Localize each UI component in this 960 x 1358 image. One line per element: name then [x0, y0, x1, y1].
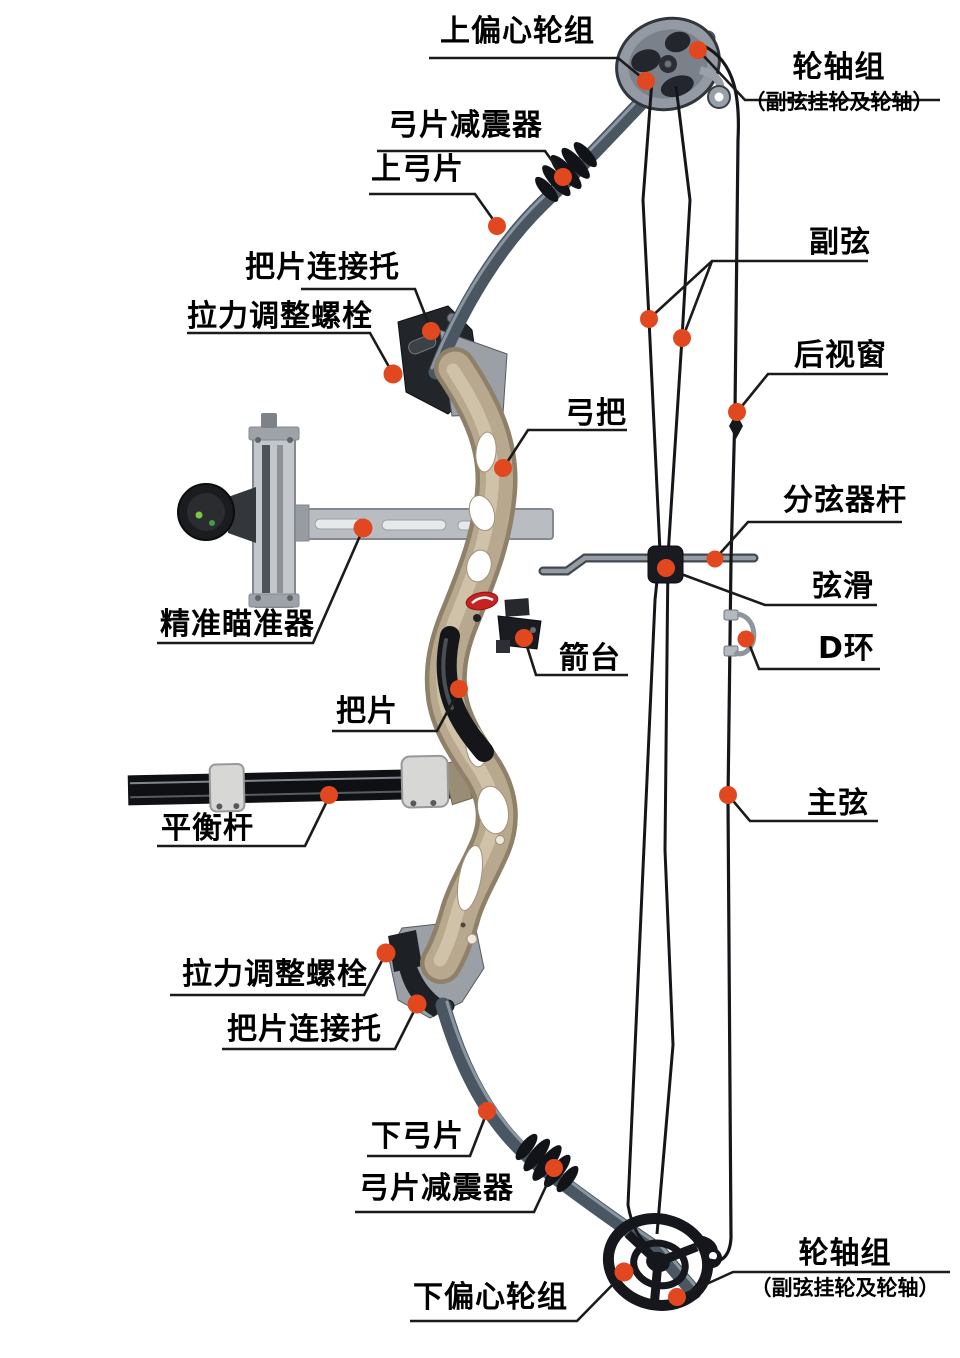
marker-main-string — [719, 786, 737, 804]
label-axle-bottom: 轮轴组 （副弦挂轮及轮轴） — [733, 1238, 957, 1301]
label-upper-cam: 上偏心轮组 — [440, 14, 595, 49]
label-axle-top-sub: （副弦挂轮及轮轴） — [744, 89, 934, 114]
label-d-ring: D环 — [818, 631, 875, 666]
marker-cable-a — [640, 310, 658, 328]
marker-bolt-top — [383, 364, 403, 384]
label-axle-bottom-sub: （副弦挂轮及轮轴） — [750, 1275, 940, 1300]
marker-damper-bottom — [545, 1159, 563, 1177]
grip — [436, 626, 494, 762]
marker-sight — [353, 518, 373, 538]
label-axle-top-title: 轮轴组 — [792, 50, 886, 85]
brand-decal — [465, 591, 499, 622]
bottom-cam — [602, 1213, 714, 1311]
marker-slide — [657, 559, 675, 577]
marker-lower-cam — [614, 1262, 634, 1282]
label-axle-top: 轮轴组 （副弦挂轮及轮轴） — [736, 52, 942, 115]
fiber-pin-green2 — [209, 520, 215, 526]
marker-grip — [450, 680, 468, 698]
marker-stabilizer — [320, 786, 338, 804]
marker-bolt-bottom — [376, 943, 396, 963]
marker-riser — [494, 459, 512, 477]
marker-bracket-top — [422, 322, 440, 340]
label-damper-bottom: 弓片减震器 — [359, 1171, 514, 1206]
label-cable-rod: 分弦器杆 — [783, 483, 907, 518]
marker-arrow-rest — [515, 629, 533, 647]
limb-damper-bottom — [515, 1133, 579, 1193]
stabilizer-assembly — [127, 754, 473, 813]
label-cables: 副弦 — [809, 225, 871, 260]
marker-axle-bottom — [668, 1288, 686, 1306]
label-slide: 弦滑 — [812, 569, 874, 604]
marker-cable-rod — [706, 550, 724, 568]
label-main-string: 主弦 — [807, 786, 869, 821]
fiber-pin-green — [195, 511, 203, 519]
label-peep: 后视窗 — [794, 338, 887, 373]
leader-lines — [157, 50, 950, 1323]
label-axle-bottom-title: 轮轴组 — [798, 1236, 892, 1271]
marker-damper-top — [554, 168, 572, 186]
label-bolt-top: 拉力调整螺栓 — [187, 299, 373, 334]
label-lower-limb: 下弓片 — [371, 1119, 464, 1154]
marker-d-ring — [737, 630, 755, 648]
stabilizer-clamp-left — [208, 763, 246, 813]
label-stabilizer: 平衡杆 — [161, 811, 254, 846]
riser — [420, 347, 518, 984]
stabilizer-clamp-right — [400, 754, 450, 809]
label-bracket-top: 把片连接托 — [245, 250, 400, 285]
marker-upper-limb — [488, 217, 506, 235]
label-upper-limb: 上弓片 — [371, 152, 464, 187]
label-damper-top: 弓片减震器 — [388, 108, 543, 143]
label-bracket-bottom: 把片连接托 — [227, 1012, 382, 1047]
sight-assembly — [177, 413, 554, 608]
label-lower-cam: 下偏心轮组 — [413, 1280, 568, 1315]
part-markers — [320, 41, 755, 1306]
label-sight: 精准瞄准器 — [160, 607, 315, 642]
strings — [626, 44, 740, 1263]
cable-a — [626, 79, 662, 1249]
label-grip: 把片 — [336, 694, 398, 729]
cable-b — [655, 85, 692, 1235]
marker-axle-top — [689, 41, 707, 59]
lower-limb — [435, 997, 702, 1300]
marker-peep — [728, 403, 746, 421]
marker-upper-cam — [637, 72, 655, 90]
marker-lower-limb — [478, 1102, 496, 1120]
marker-bracket-bottom — [407, 994, 427, 1014]
sight-vertical-rail — [252, 430, 296, 608]
label-riser: 弓把 — [565, 396, 627, 431]
label-arrow-rest: 箭台 — [559, 641, 621, 676]
main-string-line — [703, 44, 740, 1263]
marker-cable-b — [673, 329, 691, 347]
label-bolt-bottom: 拉力调整螺栓 — [182, 957, 368, 992]
